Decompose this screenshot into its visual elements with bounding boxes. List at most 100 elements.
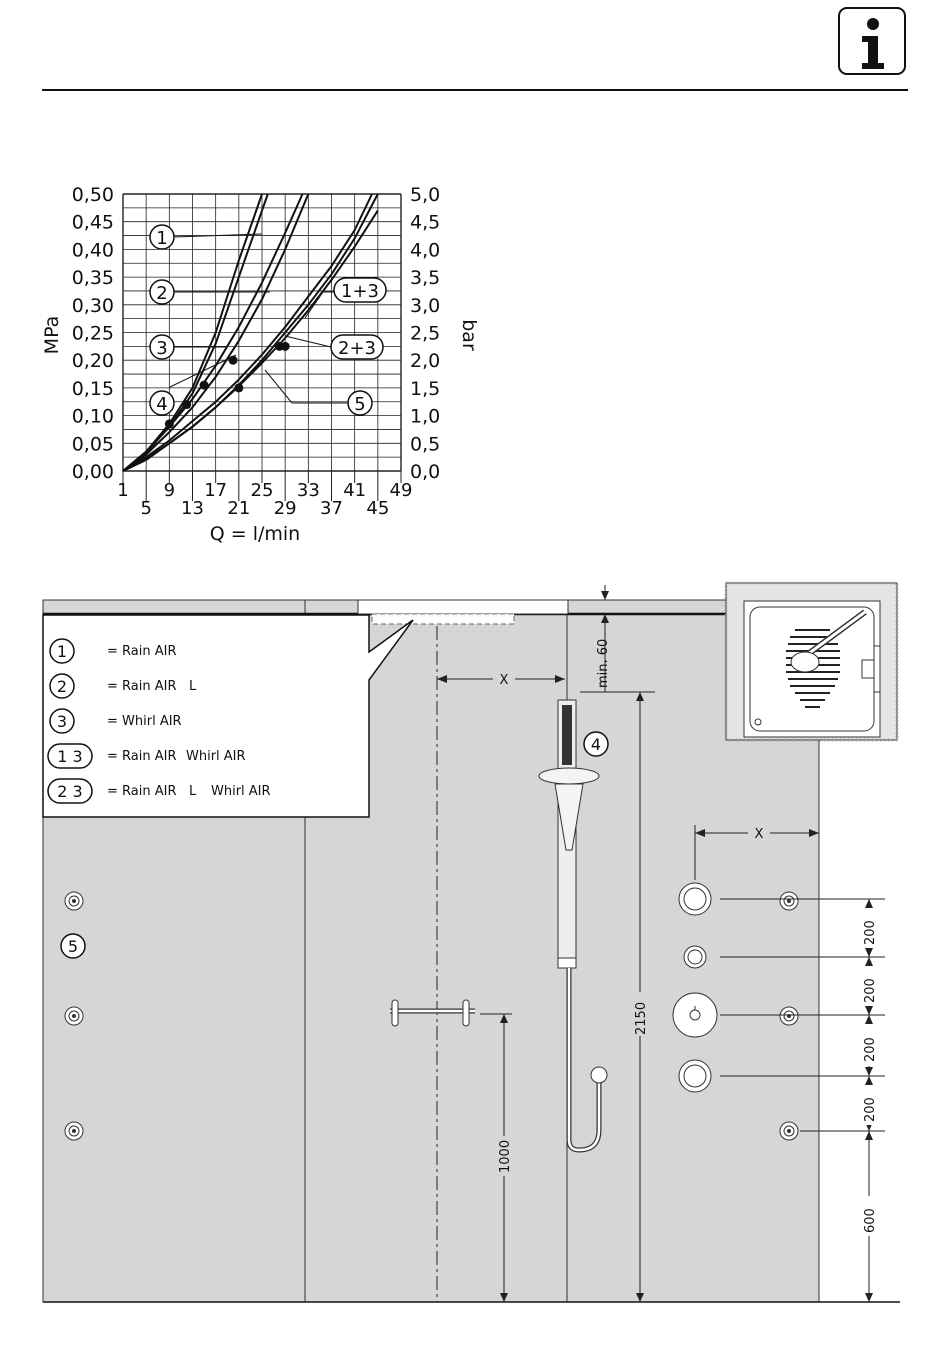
series-line-4 [122,193,304,472]
callout-label: 3 [156,338,167,359]
xtick-bottom: 45 [366,498,389,519]
ytick-left: 0,05 [72,433,114,455]
ytick-left: 0,35 [72,267,114,289]
callout-leader [304,291,324,319]
dim-600: 600 [863,1208,878,1233]
ytick-right: 5,0 [410,184,440,206]
installation-diagram: X min. 60 4 2150 [42,581,900,1303]
header-rule [42,89,908,91]
legend-badge [49,708,75,734]
dim-200-1: 200 [863,920,878,945]
data-point [228,355,238,365]
ytick-left: 0,25 [72,323,114,345]
badge-4: 4 [591,735,601,754]
ytick-left: 0,15 [72,378,114,400]
body-jets-left [64,891,84,1141]
data-point [164,419,174,429]
pressure-flow-chart: 0,500,450,400,350,300,250,200,150,100,05… [41,184,480,545]
ylabel-left: MPa [41,316,63,355]
dim-200-2: 200 [863,978,878,1003]
badge-5-circle [60,933,86,959]
ylabel-right: bar [458,319,480,351]
data-point [199,380,209,390]
callout-badge [333,277,387,303]
series-line-1-3 [122,193,373,472]
callout-leader [284,335,332,348]
ytick-right: 4,5 [410,212,440,234]
ceiling-shower [357,599,569,615]
hand-shower [538,767,600,785]
callout-label: 2 [156,283,167,304]
ytick-right: 3,0 [410,295,440,317]
chart-series [122,193,379,472]
callout-leader [169,354,237,388]
legend-badge [47,743,93,769]
data-point [182,400,192,410]
series-line-3 [122,193,310,472]
ytick-right: 0,0 [410,461,440,483]
xtick-bottom: 13 [181,498,204,519]
xlabel: Q = l/min [210,523,300,545]
grab-bar [390,999,475,1027]
legend-badge [47,778,93,804]
legend-text: = Rain AIR [107,644,176,659]
legend-text: = Whirl AIR [107,714,182,729]
legend-extra: L [189,679,197,694]
xtick-top: 41 [343,480,366,501]
badge-5: 5 [68,937,78,956]
ytick-right: 1,0 [410,406,440,428]
ytick-right: 2,5 [410,323,440,345]
ytick-left: 0,50 [72,184,114,206]
legend-badge-label: 2 [57,677,67,696]
dim-200-4: 200 [863,1097,878,1122]
callout-label: 2+3 [338,338,376,359]
legend-text: = Rain AIR [107,784,176,799]
legend-extra: Whirl AIR [186,749,246,764]
ytick-left: 0,40 [72,239,114,261]
wall-controls [672,882,718,1093]
legend-badge [49,673,75,699]
callout-label: 5 [354,394,365,415]
xtick-top: 17 [204,480,227,501]
ytick-left: 0,20 [72,350,114,372]
xtick-bottom: 37 [320,498,343,519]
callout-label: 1+3 [341,281,379,302]
legend-extra: L [189,784,197,799]
legend-badge [49,638,75,664]
dim-200-3: 200 [863,1037,878,1062]
data-point [280,341,290,351]
xtick-top: 33 [297,480,320,501]
xtick-bottom: 5 [140,498,151,519]
xtick-bottom: 21 [227,498,250,519]
ytick-right: 4,0 [410,239,440,261]
chart-ticks: 0,500,450,400,350,300,250,200,150,100,05… [72,184,441,519]
xtick-top: 49 [390,480,413,501]
callout-label: 1 [156,228,167,249]
data-point [234,383,244,393]
ytick-right: 3,5 [410,267,440,289]
legend-badge-label: 1 3 [57,747,82,766]
legend-text: = Rain AIR [107,679,176,694]
dim-x-right: X [755,827,764,842]
legend-extra: Whirl AIR [211,784,271,799]
ytick-right: 1,5 [410,378,440,400]
xtick-top: 9 [164,480,175,501]
legend-badge-label: 2 3 [57,782,82,801]
legend-badge-label: 3 [57,712,67,731]
series-line-5 [122,193,379,472]
dim-2150: 2150 [634,1002,649,1035]
ytick-left: 0,10 [72,406,114,428]
plan-view-inset [724,581,899,742]
xtick-top: 1 [117,480,128,501]
dim-x-top: X [500,673,509,688]
dim-min60: min. 60 [596,639,611,688]
info-glyph [862,18,884,69]
ytick-left: 0,30 [72,295,114,317]
callout-badge [149,390,175,416]
dim-1000: 1000 [498,1140,513,1173]
badge-4-circle [583,731,609,757]
ytick-right: 2,0 [410,350,440,372]
